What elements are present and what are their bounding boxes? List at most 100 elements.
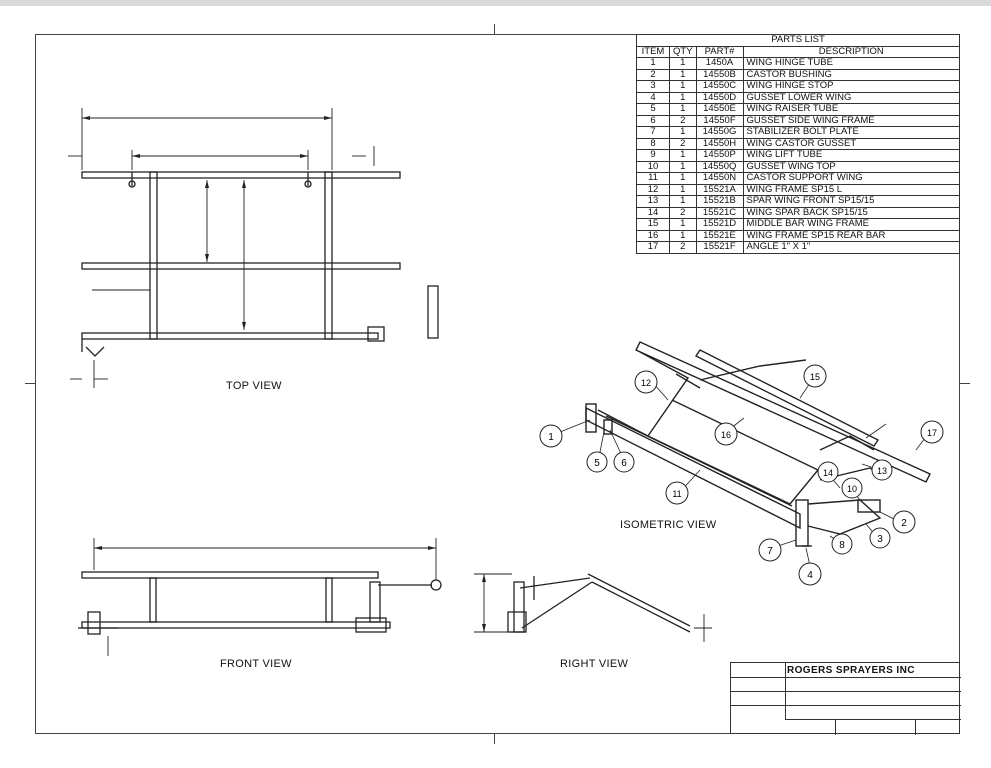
parts-list-title: PARTS LIST — [636, 34, 960, 47]
svg-text:6: 6 — [621, 458, 627, 469]
parts-list-description-cell: WING SPAR BACK SP15/15 — [742, 206, 961, 219]
svg-text:1: 1 — [548, 432, 554, 443]
balloon-12: 12 — [634, 370, 658, 394]
isometric-view-drawing — [585, 341, 931, 547]
balloon-5: 5 — [586, 451, 608, 473]
balloon-1: 1 — [539, 424, 563, 448]
zone-tick-left — [25, 383, 35, 384]
parts-list-qty-cell: 1 — [669, 195, 697, 208]
drawing-sheet-border — [35, 34, 960, 734]
balloon-3: 3 — [869, 527, 891, 549]
svg-text:7: 7 — [767, 546, 773, 557]
parts-list-part-number-cell: 15521F — [695, 241, 744, 254]
title-block-company: ROGERS SPRAYERS INC — [787, 665, 915, 676]
front-view-label: FRONT VIEW — [220, 658, 292, 670]
svg-text:11: 11 — [672, 489, 681, 499]
balloon-14: 14 — [817, 461, 839, 483]
parts-list-description-cell: WING CASTOR GUSSET — [742, 137, 961, 150]
isometric-balloons: 1 2 3 4 5 6 7 8 10 11 12 13 14 15 16 17 — [539, 364, 944, 586]
svg-text:4: 4 — [807, 570, 813, 581]
isometric-view-label: ISOMETRIC VIEW — [620, 519, 717, 531]
parts-list-description-cell: WING FRAME SP15 REAR BAR — [742, 229, 961, 242]
parts-list-part-number-cell: 15521E — [695, 229, 744, 242]
svg-text:14: 14 — [823, 468, 833, 478]
balloon-16: 16 — [714, 422, 738, 446]
parts-list-part-number-cell: 14550N — [695, 172, 744, 185]
right-view-label: RIGHT VIEW — [560, 658, 629, 670]
zone-tick-right — [960, 383, 970, 384]
title-block: ROGERS SPRAYERS INC — [730, 662, 961, 735]
right-view-dimensions — [474, 573, 712, 642]
balloon-10: 10 — [841, 477, 863, 499]
top-view-dimensions — [68, 108, 375, 388]
top-view-drawing — [81, 171, 439, 357]
title-block-rule-5 — [835, 719, 836, 735]
parts-list-item-cell: 9 — [636, 149, 670, 162]
svg-text:16: 16 — [721, 430, 731, 440]
parts-list-description-cell: MIDDLE BAR WING FRAME — [742, 218, 961, 231]
front-view-dimensions — [93, 538, 437, 656]
parts-list-item-cell: 12 — [636, 183, 670, 196]
parts-list-item-cell: 14 — [636, 206, 670, 219]
title-block-rule-6 — [915, 719, 916, 735]
parts-list-part-number-cell: 14550G — [695, 126, 744, 139]
parts-list-part-number-cell: 14550P — [695, 149, 744, 162]
balloon-11: 11 — [665, 481, 689, 505]
parts-list-header-item: ITEM — [636, 45, 670, 58]
parts-list-description-cell: SPAR WING FRONT SP15/15 — [742, 195, 961, 208]
parts-list-item-cell: 11 — [636, 172, 670, 185]
svg-text:8: 8 — [839, 540, 845, 551]
title-block-rule-4 — [785, 719, 961, 720]
top-view-label: TOP VIEW — [226, 380, 282, 392]
window-top-bar — [0, 0, 991, 6]
parts-list-description-cell: ANGLE 1" X 1" — [742, 241, 961, 254]
parts-list-description-cell: GUSSET WING TOP — [742, 160, 961, 173]
parts-list-item-cell: 15 — [636, 218, 670, 231]
parts-list-qty-cell: 2 — [669, 241, 697, 254]
zone-tick-bottom — [494, 734, 495, 744]
balloon-2: 2 — [892, 510, 916, 534]
parts-list-description-cell: WING LIFT TUBE — [742, 149, 961, 162]
svg-text:12: 12 — [641, 378, 651, 388]
parts-list-part-number-cell: 15521A — [695, 183, 744, 196]
parts-list-item-cell: 17 — [636, 241, 670, 254]
zone-tick-top — [494, 24, 495, 34]
balloon-4: 4 — [798, 562, 822, 586]
parts-list-part-number-cell: 15521C — [695, 206, 744, 219]
svg-text:17: 17 — [927, 428, 937, 438]
parts-list-item-cell: 13 — [636, 195, 670, 208]
balloon-13: 13 — [871, 459, 893, 481]
svg-text:15: 15 — [810, 372, 820, 382]
front-view-drawing — [78, 571, 442, 635]
parts-list-qty-cell: 1 — [669, 183, 697, 196]
balloon-7: 7 — [758, 538, 782, 562]
parts-list-item-cell: 16 — [636, 229, 670, 242]
svg-text:5: 5 — [594, 458, 600, 469]
parts-list-part-number-cell: 15521B — [695, 195, 744, 208]
parts-list-item-cell: 10 — [636, 160, 670, 173]
balloon-8: 8 — [831, 533, 853, 555]
svg-text:13: 13 — [877, 466, 887, 476]
balloon-17: 17 — [920, 420, 944, 444]
parts-list-qty-cell: 1 — [669, 126, 697, 139]
title-block-rule-2 — [731, 691, 961, 692]
svg-text:10: 10 — [847, 484, 857, 494]
parts-list-item-cell: 7 — [636, 126, 670, 139]
svg-text:3: 3 — [877, 534, 883, 545]
parts-list-qty-cell: 2 — [669, 137, 697, 150]
balloon-15: 15 — [803, 364, 827, 388]
